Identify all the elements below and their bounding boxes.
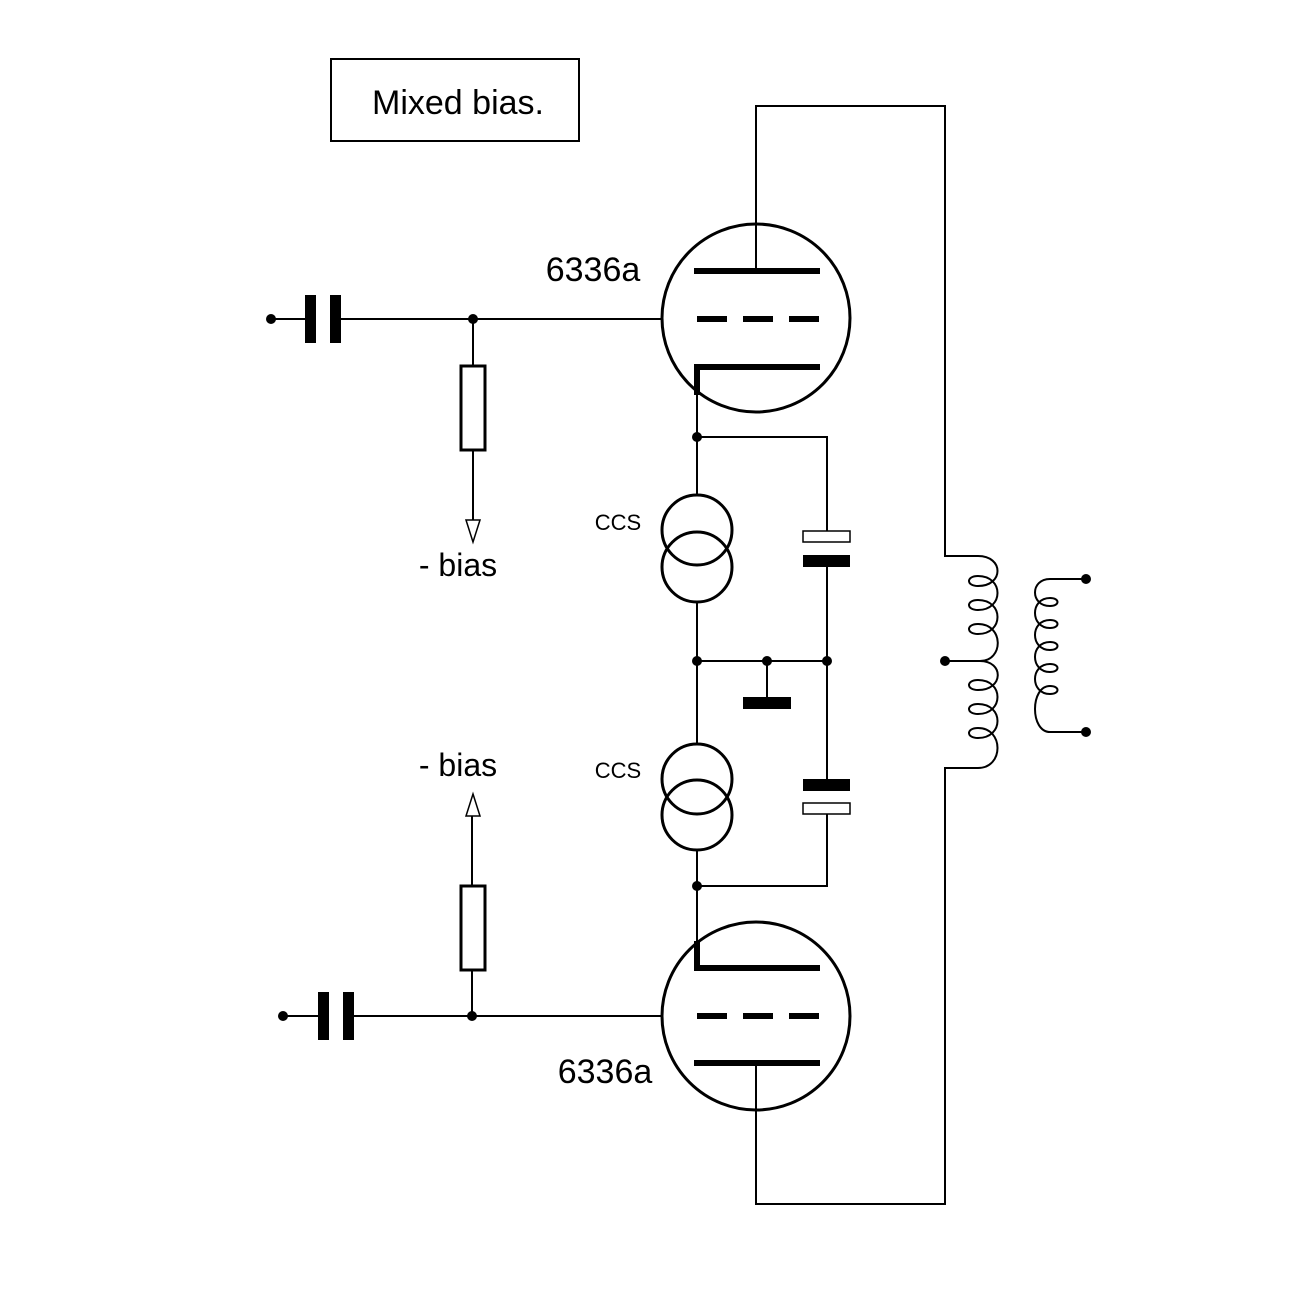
ccs-top-symbol [660, 493, 734, 604]
grid-resistor-bottom [459, 884, 487, 972]
anode-wire-top [755, 105, 978, 557]
bypass-capacitor-bottom [802, 779, 851, 815]
grid-resistor-top [459, 364, 487, 452]
center-tap-node [940, 656, 950, 666]
title-box: Mixed bias. [330, 58, 580, 142]
bias-top-label: - bias [419, 547, 497, 583]
ccs-top-label: CCS [595, 510, 641, 535]
coupling-capacitor-top [305, 295, 341, 343]
transformer-primary [968, 555, 999, 769]
tube-bottom-label: 6336a [558, 1053, 653, 1091]
bias-bottom-label: - bias [419, 747, 497, 783]
bypass-capacitor-top [802, 530, 851, 567]
secondary-terminal-bottom [1081, 727, 1091, 737]
title-text: Mixed bias. [372, 84, 544, 122]
ccs-mid-node [692, 656, 702, 666]
secondary-terminal-top [1081, 574, 1091, 584]
ground-icon [743, 697, 791, 709]
bypass-top-wire [697, 436, 828, 531]
bias-top-arrow-icon [464, 519, 482, 545]
bypass-bottom-wire [697, 814, 828, 887]
cathode-bottom-node [692, 881, 702, 891]
coupling-capacitor-bottom [318, 992, 354, 1040]
tube-bottom-cathode [694, 941, 820, 971]
anode-wire-bottom [755, 767, 978, 1205]
transformer-secondary [1034, 578, 1086, 733]
ccs-bottom-symbol [660, 742, 734, 852]
tube-top-cathode [694, 364, 820, 395]
bias-bottom-arrow-icon [464, 791, 482, 817]
tube-top-label: 6336a [546, 251, 641, 289]
ccs-bottom-label: CCS [595, 758, 641, 783]
